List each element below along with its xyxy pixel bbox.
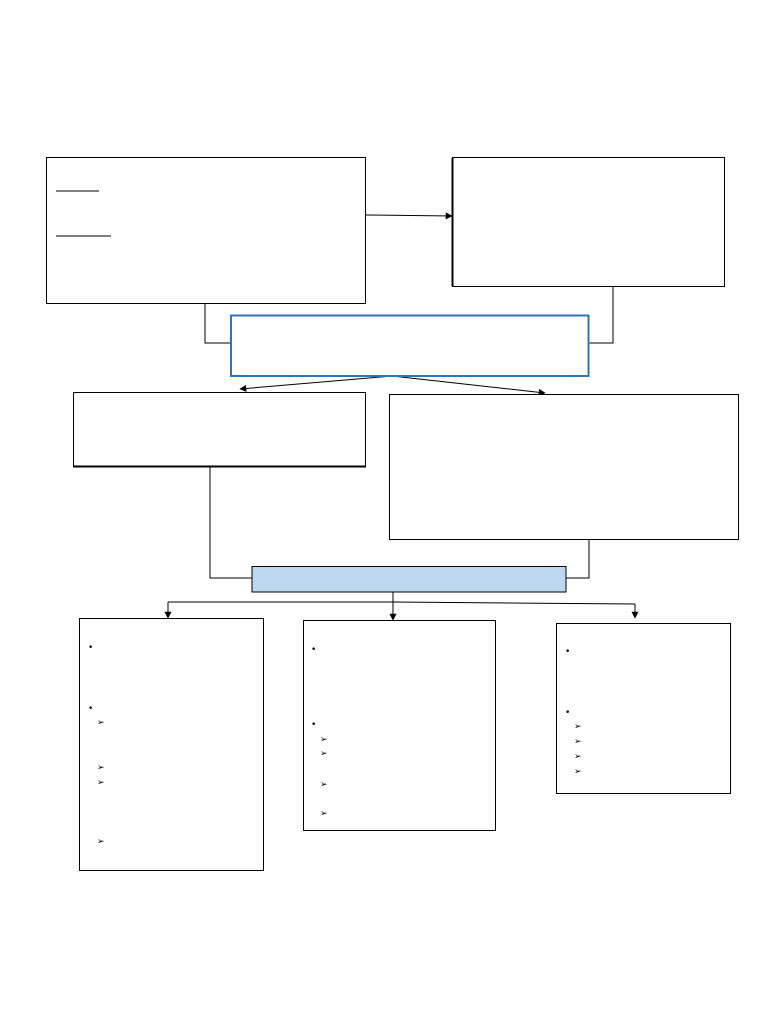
- bullet-arrow: ➢: [320, 735, 328, 745]
- connector-hub-right-branch: [392, 601, 636, 605]
- top-right-box: [451, 157, 725, 287]
- connector-central-to-mid-right: [391, 375, 546, 396]
- connector-mid-left-to-hub: [209, 467, 252, 579]
- mid-right-box: [389, 394, 739, 540]
- connectors: [164, 212, 639, 621]
- bullet-arrow: ➢: [97, 718, 105, 728]
- bullet-arrow: ➢: [320, 749, 328, 759]
- mid-left-box: [73, 392, 366, 468]
- bullet-arrow: ➢: [320, 809, 328, 819]
- bullet-arrow: ➢: [574, 737, 582, 747]
- connector-top-left-to-top-right: [365, 212, 453, 220]
- connector-mid-right-to-hub: [566, 539, 590, 579]
- bullet-arrow: ➢: [574, 767, 582, 777]
- hub-box: [251, 566, 567, 593]
- central-box: [230, 314, 590, 377]
- bullet-arrow: ➢: [97, 837, 105, 847]
- connector-central-to-mid-left: [239, 375, 393, 392]
- bullet-arrow: ➢: [97, 778, 105, 788]
- bullet-round: •: [565, 708, 570, 718]
- bullet-round: •: [565, 647, 570, 657]
- bullet-arrow: ➢: [97, 763, 105, 773]
- connector-top-left-to-central: [204, 303, 231, 344]
- bullet-round: •: [311, 720, 316, 730]
- bottom-middle-box: • • ➢ ➢ ➢ ➢: [303, 620, 496, 831]
- bullet-arrow: ➢: [320, 780, 328, 790]
- bottom-right-box: • • ➢ ➢ ➢ ➢: [556, 623, 731, 794]
- connector-top-right-to-central: [589, 287, 614, 344]
- bullet-arrow: ➢: [574, 722, 582, 732]
- top-left-box: [46, 157, 366, 304]
- bottom-left-box: • • ➢ ➢ ➢ ➢: [79, 618, 264, 871]
- bullet-round: •: [311, 645, 316, 655]
- bullet-arrow: ➢: [574, 752, 582, 762]
- bullet-round: •: [88, 704, 93, 714]
- bullet-round: •: [88, 643, 93, 653]
